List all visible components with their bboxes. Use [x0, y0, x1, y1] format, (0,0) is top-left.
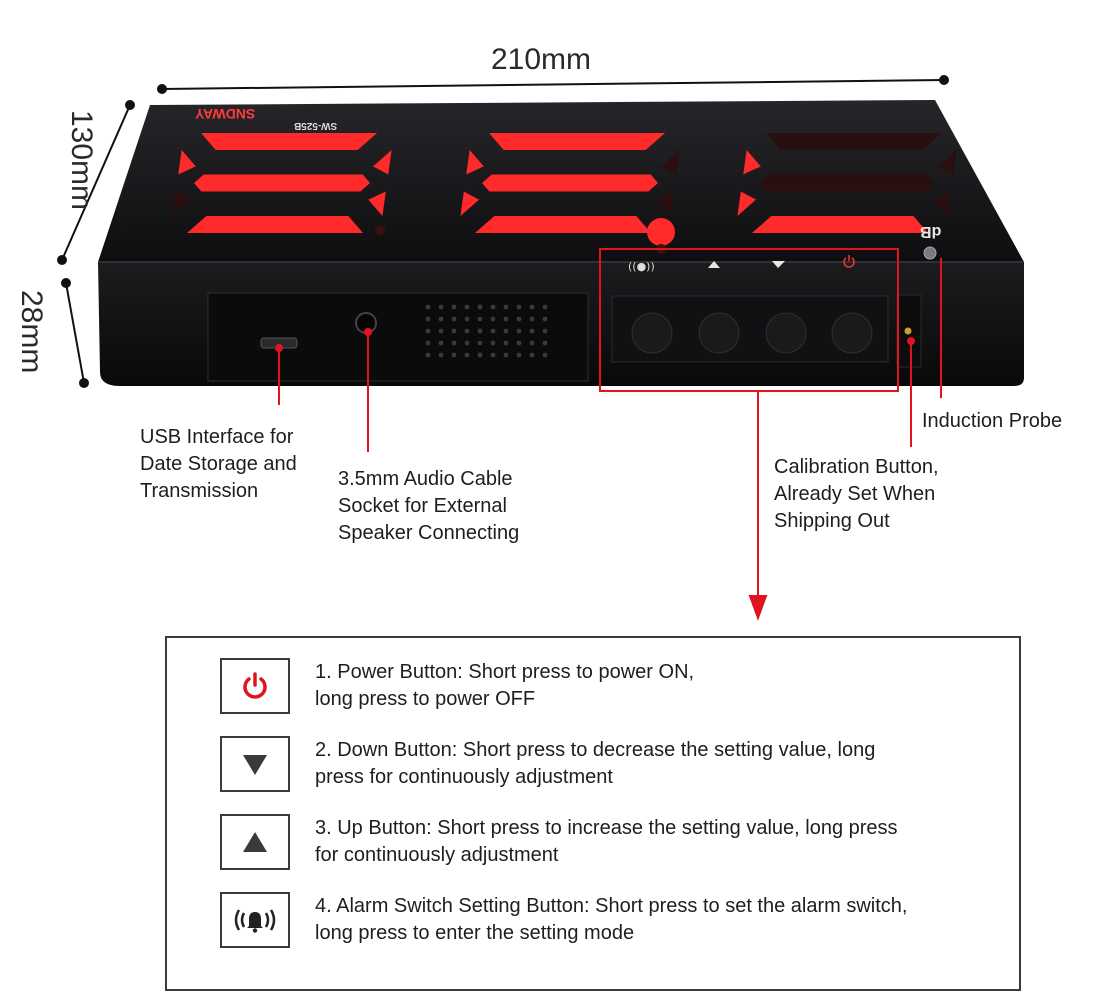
width-dimension: 210mm	[491, 43, 592, 76]
segment-f	[932, 191, 951, 216]
side-button-2[interactable]	[698, 312, 740, 354]
leader-lines	[275, 258, 942, 621]
segment-b	[460, 191, 480, 216]
top-power-icon	[843, 255, 855, 268]
legend-row-alarm: 4. Alarm Switch Setting Button: Short pr…	[220, 892, 1010, 952]
side-button-1[interactable]	[631, 312, 673, 354]
legend-text-up: 3. Up Button: Short press to increase th…	[315, 817, 898, 866]
down-triangle-icon	[220, 736, 290, 792]
calibration-button[interactable]	[904, 327, 912, 335]
segment-a	[187, 216, 363, 233]
segment-c	[178, 150, 197, 175]
segment-b	[172, 191, 192, 216]
segment-a	[475, 216, 651, 233]
display-digit	[460, 133, 680, 233]
induction-probe	[923, 246, 937, 260]
segment-c	[466, 150, 485, 175]
brand-logo: SNDWAY	[195, 106, 256, 122]
audio-callout: 3.5mm Audio Cable Socket for External Sp…	[338, 468, 520, 544]
decimal-point	[647, 218, 675, 246]
legend-row-power: 1. Power Button: Short press to power ON…	[220, 658, 1010, 718]
side-button-3[interactable]	[765, 312, 807, 354]
depth-dimension: 28mm	[15, 290, 48, 374]
segment-d	[489, 133, 666, 150]
segment-b	[737, 191, 757, 216]
seven-segment-display	[172, 133, 957, 233]
probe-callout: Induction Probe	[922, 410, 1063, 432]
top-down-icon	[772, 261, 785, 268]
legend-text-alarm: 4. Alarm Switch Setting Button: Short pr…	[315, 895, 908, 944]
svg-text:((●)): ((●))	[628, 260, 655, 273]
segment-e	[937, 150, 957, 175]
button-highlight-box	[599, 248, 899, 392]
legend-row-down: 2. Down Button: Short press to decrease …	[220, 736, 1010, 796]
segment-g	[759, 174, 936, 192]
display-digit	[172, 133, 392, 233]
segment-g	[482, 174, 659, 192]
calibration-callout: Calibration Button, Already Set When Shi…	[774, 456, 939, 532]
side-button-4[interactable]	[831, 312, 873, 354]
segment-g	[194, 174, 371, 192]
usb-callout: USB Interface for Date Storage and Trans…	[140, 426, 297, 502]
segment-e	[660, 150, 680, 175]
unit-label: dB	[920, 223, 942, 240]
legend-text-down: 2. Down Button: Short press to decrease …	[315, 739, 876, 788]
speaker-grille	[425, 304, 548, 358]
segment-d	[766, 133, 943, 150]
up-triangle-icon	[220, 814, 290, 870]
top-up-icon	[708, 261, 720, 268]
model-label: SW-525B	[294, 120, 338, 131]
dimension-lines	[57, 75, 949, 388]
segment-d	[201, 133, 378, 150]
alarm-bell-icon	[220, 892, 290, 948]
segment-c	[743, 150, 762, 175]
segment-e	[372, 150, 392, 175]
legend-row-up: 3. Up Button: Short press to increase th…	[220, 814, 1010, 874]
segment-a	[752, 216, 928, 233]
height-dimension: 130mm	[65, 110, 98, 211]
button-legend: 1. Power Button: Short press to power ON…	[165, 636, 1021, 991]
segment-f	[655, 191, 674, 216]
display-digit	[737, 133, 957, 233]
side-panel	[207, 292, 589, 382]
segment-f	[367, 191, 386, 216]
power-icon	[220, 658, 290, 714]
legend-text-power: 1. Power Button: Short press to power ON…	[315, 661, 695, 710]
